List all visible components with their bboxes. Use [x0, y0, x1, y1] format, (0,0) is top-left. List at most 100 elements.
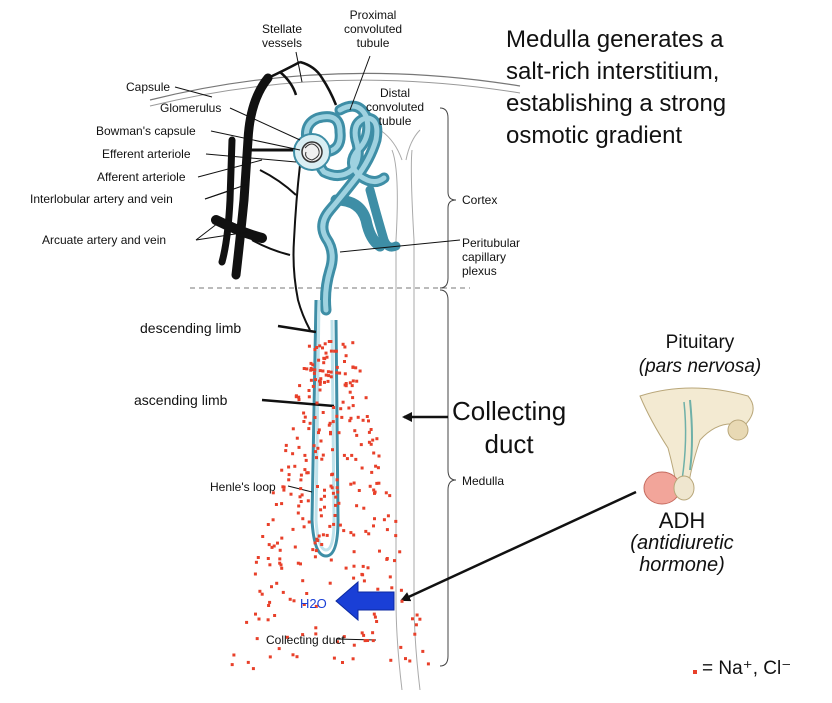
salt-particle: [293, 545, 297, 549]
salt-particle: [357, 489, 361, 492]
salt-particle: [285, 635, 289, 639]
salt-particle: [268, 600, 272, 604]
salt-particle: [316, 446, 320, 450]
salt-particle: [331, 420, 335, 424]
salt-particle: [344, 354, 348, 358]
interlobular-artery: [231, 73, 273, 280]
salt-particle: [335, 478, 339, 482]
salt-particle: [349, 482, 353, 486]
salt-particle: [337, 501, 341, 505]
salt-particle: [343, 345, 347, 349]
salt-particle: [382, 518, 386, 522]
salt-particle: [378, 549, 381, 553]
salt-particle: [293, 464, 297, 468]
salt-particle: [329, 430, 332, 434]
label-line: Distal: [380, 86, 411, 100]
salt-particle: [333, 514, 337, 517]
salt-particle: [356, 415, 360, 419]
collecting-duct-outline: [391, 149, 421, 691]
label-distal-convoluted-tubule: Distal convoluted tubule: [366, 86, 424, 128]
salt-particle: [342, 635, 346, 639]
adh-full-line: (antidiuretic: [630, 532, 734, 554]
salt-particle: [298, 384, 302, 388]
salt-particle: [282, 488, 286, 492]
h2o-label: H2O: [300, 596, 327, 611]
salt-particle: [255, 637, 259, 641]
salt-particle: [307, 427, 311, 431]
salt-particle: [320, 543, 324, 546]
salt-particle: [327, 374, 331, 378]
salt-particle: [372, 451, 376, 455]
salt-particle: [280, 536, 284, 540]
salt-particle: [299, 487, 303, 491]
salt-particle: [323, 488, 326, 492]
salt-particle: [329, 375, 333, 379]
title-line: salt-rich interstitium,: [506, 58, 720, 85]
salt-particle: [341, 661, 344, 664]
salt-particle: [302, 420, 306, 423]
cortex-bracket: [439, 107, 457, 289]
diagram-title: Medulla generates a salt-rich interstiti…: [506, 24, 726, 152]
salt-particle: [331, 491, 335, 495]
salt-particle: [314, 450, 317, 454]
salt-particle: [316, 485, 319, 488]
salt-particle: [307, 395, 311, 399]
salt-particle: [362, 633, 366, 637]
salt-particle: [319, 497, 323, 501]
salt-particle: [291, 527, 295, 531]
label-line: convoluted: [366, 100, 425, 114]
salt-particle: [297, 504, 301, 508]
salt-particle: [386, 514, 390, 518]
title-line: osmotic gradient: [506, 122, 683, 149]
salt-particle: [362, 579, 366, 583]
salt-particle: [335, 414, 339, 418]
label-line: Stellate: [262, 22, 303, 36]
label-afferent-arteriole: Afferent arteriole: [97, 170, 186, 184]
label-line: plexus: [462, 264, 497, 278]
label-henles-loop: Henle's loop: [210, 480, 276, 494]
salt-particle: [335, 371, 339, 375]
salt-particle: [352, 481, 356, 485]
salt-particle: [284, 443, 288, 447]
salt-particle: [321, 411, 325, 414]
salt-particle: [291, 653, 295, 657]
callout-line: Collecting: [452, 396, 567, 426]
salt-particle: [337, 431, 341, 435]
salt-particle: [277, 647, 281, 651]
salt-particle: [352, 550, 356, 554]
callout-line: duct: [484, 429, 534, 459]
salt-particle: [280, 468, 284, 472]
salt-particle: [313, 541, 317, 545]
salt-particle: [348, 419, 352, 423]
salt-particle: [340, 415, 344, 419]
salt-particle: [256, 556, 260, 559]
salt-particle: [319, 439, 323, 443]
salt-particle: [299, 478, 303, 482]
salt-particle: [280, 502, 284, 506]
salt-particle: [352, 564, 356, 568]
label-glomerulus: Glomerulus: [160, 101, 222, 115]
salt-particle: [317, 358, 321, 362]
salt-particle: [272, 544, 276, 548]
salt-particle: [254, 612, 257, 616]
salt-particle: [351, 404, 355, 408]
salt-particle: [309, 367, 313, 370]
adh-label: ADH (antidiuretic hormone): [602, 510, 762, 577]
salt-particle: [342, 453, 346, 457]
label-line: capillary: [462, 250, 507, 264]
salt-particle: [313, 555, 317, 559]
salt-particle: [398, 550, 402, 554]
salt-particle: [318, 369, 322, 373]
label-proximal-convoluted-tubule: Proximal convoluted tubule: [344, 8, 402, 50]
salt-particle: [335, 365, 339, 369]
salt-particle: [320, 457, 324, 461]
henles-loop-fill: [314, 299, 336, 552]
salt-particle: [267, 604, 271, 607]
salt-particle: [366, 639, 370, 642]
salt-particle: [348, 381, 352, 385]
salt-particle: [360, 631, 364, 635]
pituitary-illustration: [639, 387, 754, 505]
salt-particle: [353, 429, 357, 433]
salt-particle: [291, 452, 295, 456]
salt-particle: [313, 416, 317, 419]
